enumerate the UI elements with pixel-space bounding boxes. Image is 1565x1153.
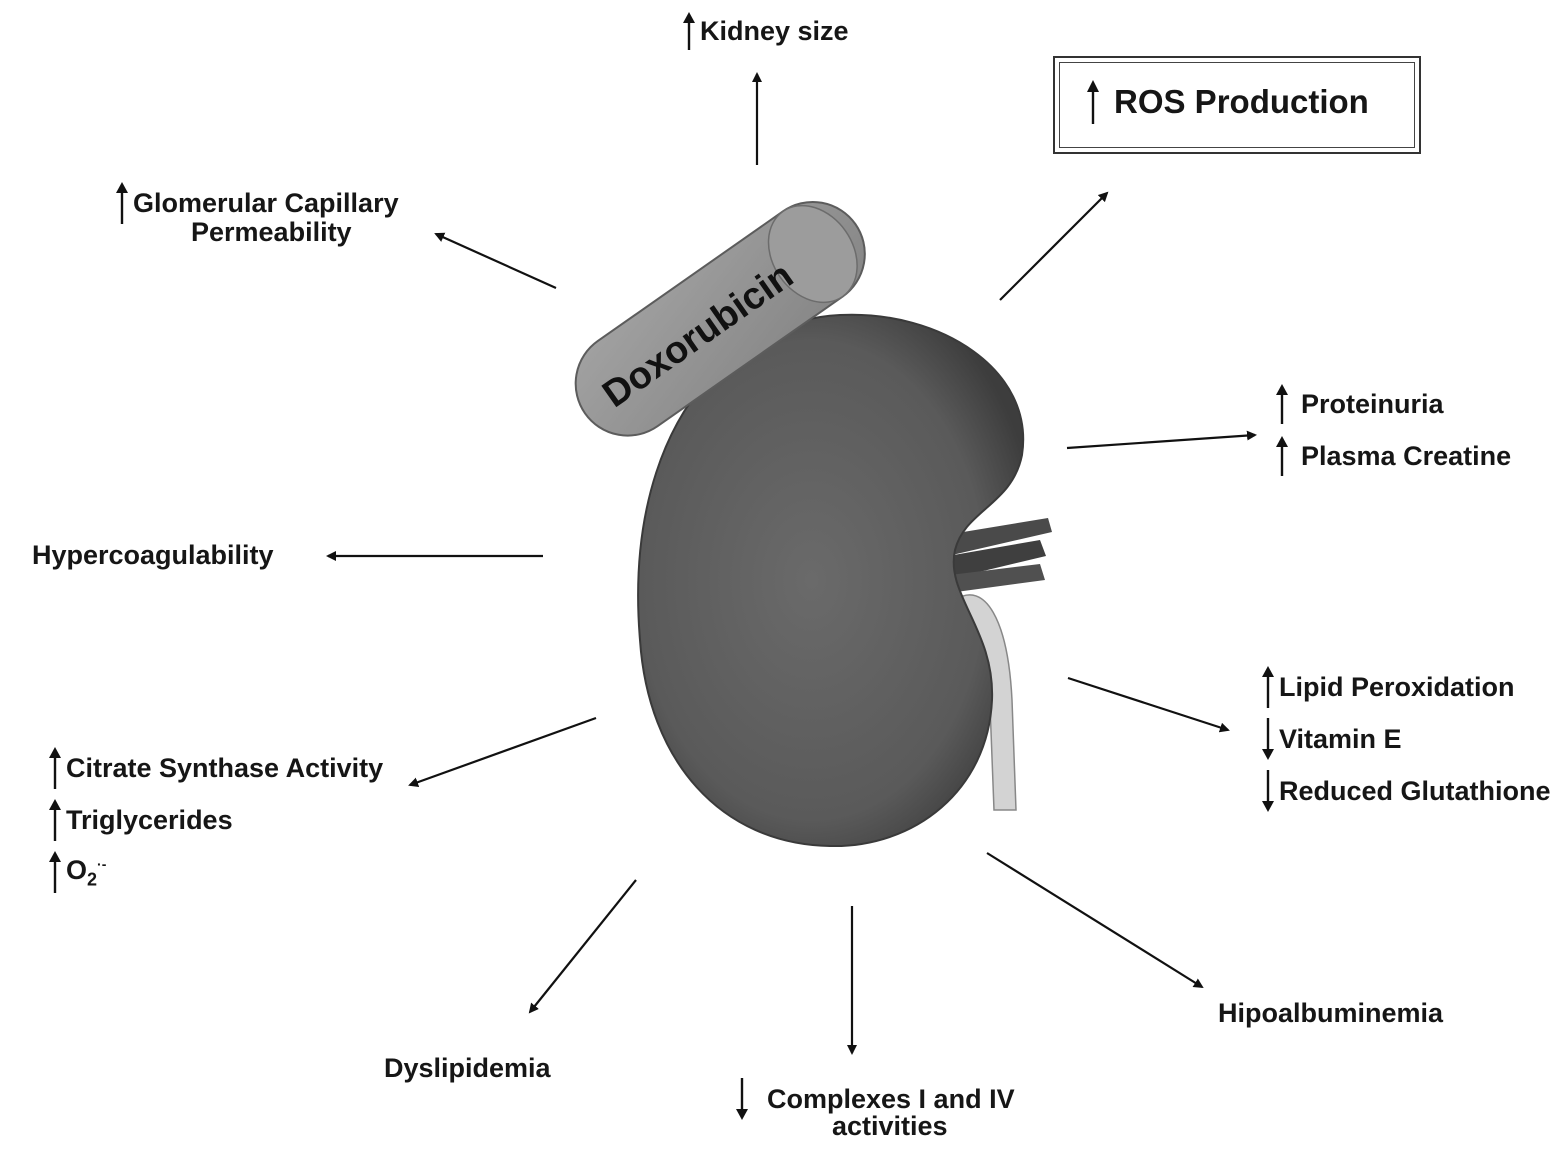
label-oxidative-group: Lipid Peroxidation Vitamin E Reduced Glu… bbox=[1261, 664, 1551, 814]
label-metabolic-group: Citrate Synthase Activity Triglycerides … bbox=[48, 745, 383, 895]
label-hipoalbuminemia: Hipoalbuminemia bbox=[1218, 998, 1444, 1028]
up-arrow-icon bbox=[115, 182, 129, 224]
renal-vessels bbox=[945, 518, 1052, 592]
kidney-shape bbox=[637, 313, 1025, 848]
down-arrow-icon bbox=[1261, 718, 1275, 760]
label-ros-production: ROS Production bbox=[1086, 80, 1369, 124]
label-glomerular: Glomerular Capillary Permeability bbox=[115, 182, 399, 248]
label-proteinuria-group: Proteinuria Plasma Creatine bbox=[1275, 382, 1511, 478]
down-arrow-icon bbox=[1261, 770, 1275, 812]
down-arrow-icon bbox=[735, 1078, 749, 1120]
label-complexes: Complexes I and IV activities bbox=[735, 1078, 1015, 1142]
arrow-proteinuria bbox=[1066, 430, 1257, 450]
arrow-ros bbox=[999, 191, 1109, 301]
arrow-citrate bbox=[408, 716, 597, 787]
arrow-hipoalbuminemia bbox=[986, 852, 1204, 989]
up-arrow-icon bbox=[48, 747, 62, 789]
arrow-dyslipidemia bbox=[528, 879, 637, 1014]
superoxide-label: O2·- bbox=[66, 855, 107, 890]
ros-box bbox=[1053, 56, 1421, 154]
label-dyslipidemia: Dyslipidemia bbox=[384, 1053, 551, 1083]
label-kidney-size: Kidney size bbox=[682, 12, 849, 50]
up-arrow-icon bbox=[1086, 80, 1100, 124]
arrow-glomerular bbox=[434, 232, 557, 290]
up-arrow-icon bbox=[1275, 436, 1289, 476]
effect-arrows bbox=[326, 72, 1257, 1055]
up-arrow-icon bbox=[1261, 666, 1275, 708]
arrow-lipid bbox=[1067, 676, 1230, 733]
up-arrow-icon bbox=[682, 12, 696, 50]
doxorubicin-pill bbox=[574, 200, 866, 437]
label-hypercoagulability: Hypercoagulability bbox=[32, 540, 274, 570]
up-arrow-icon bbox=[1275, 384, 1289, 424]
up-arrow-icon bbox=[48, 799, 62, 841]
up-arrow-icon bbox=[48, 851, 62, 893]
